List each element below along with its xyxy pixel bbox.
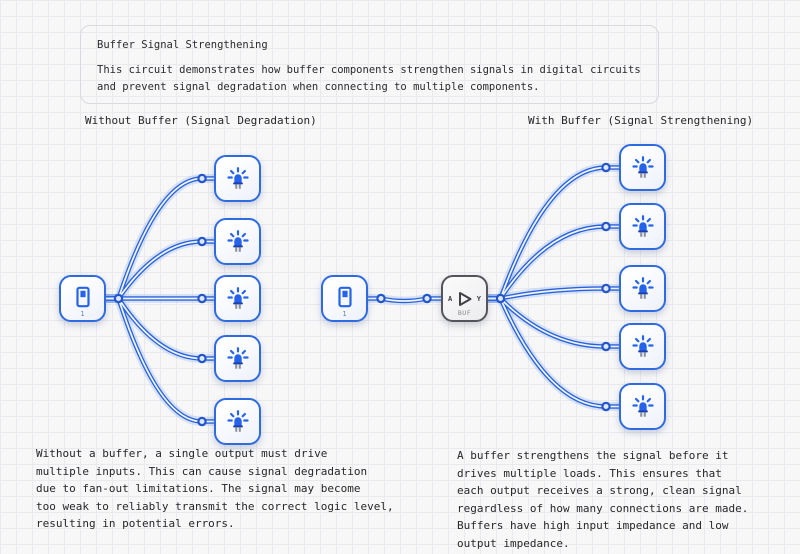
led-node-left-1[interactable] xyxy=(214,155,261,202)
buffer-pin-a-label: A xyxy=(448,294,453,303)
input-node-label: 1 xyxy=(342,309,347,318)
led-icon xyxy=(630,394,656,420)
led-icon xyxy=(225,229,251,255)
led-icon xyxy=(630,334,656,360)
input-switch-node-left[interactable]: 1 xyxy=(59,275,106,322)
buffer-pin-y-label: Y xyxy=(476,294,481,303)
right-circuit-note: A buffer strengthens the signal before i… xyxy=(457,449,749,550)
led-node-right-2[interactable] xyxy=(619,203,666,250)
led-node-left-2[interactable] xyxy=(214,218,261,265)
buffer-node[interactable]: A Y BUF xyxy=(441,275,488,322)
led-node-left-3[interactable] xyxy=(214,275,261,322)
input-switch-node-right[interactable]: 1 xyxy=(321,275,368,322)
buffer-name-label: BUF xyxy=(457,309,472,317)
circuit-title: Buffer Signal Strengthening xyxy=(97,39,268,51)
led-icon xyxy=(630,276,656,302)
info-panel: Buffer Signal Strengthening This circuit… xyxy=(80,25,659,104)
led-node-right-5[interactable] xyxy=(619,383,666,430)
input-node-label: 1 xyxy=(80,309,85,318)
toggle-switch-icon xyxy=(334,285,356,309)
led-icon xyxy=(630,214,656,240)
right-circuit-heading: With Buffer (Signal Strengthening) xyxy=(528,114,754,127)
led-icon xyxy=(225,286,251,312)
left-circuit-heading: Without Buffer (Signal Degradation) xyxy=(85,114,317,127)
left-circuit-note: Without a buffer, a single output must d… xyxy=(36,447,394,530)
led-icon xyxy=(225,166,251,192)
led-icon xyxy=(630,155,656,181)
led-node-right-3[interactable] xyxy=(619,265,666,312)
led-node-right-4[interactable] xyxy=(619,323,666,370)
toggle-switch-icon xyxy=(72,285,94,309)
buffer-triangle-icon xyxy=(458,291,471,306)
led-node-left-5[interactable] xyxy=(214,398,261,445)
led-icon xyxy=(225,346,251,372)
led-node-right-1[interactable] xyxy=(619,144,666,191)
circuit-description: This circuit demonstrates how buffer com… xyxy=(97,64,641,93)
led-node-left-4[interactable] xyxy=(214,335,261,382)
led-icon xyxy=(225,409,251,435)
